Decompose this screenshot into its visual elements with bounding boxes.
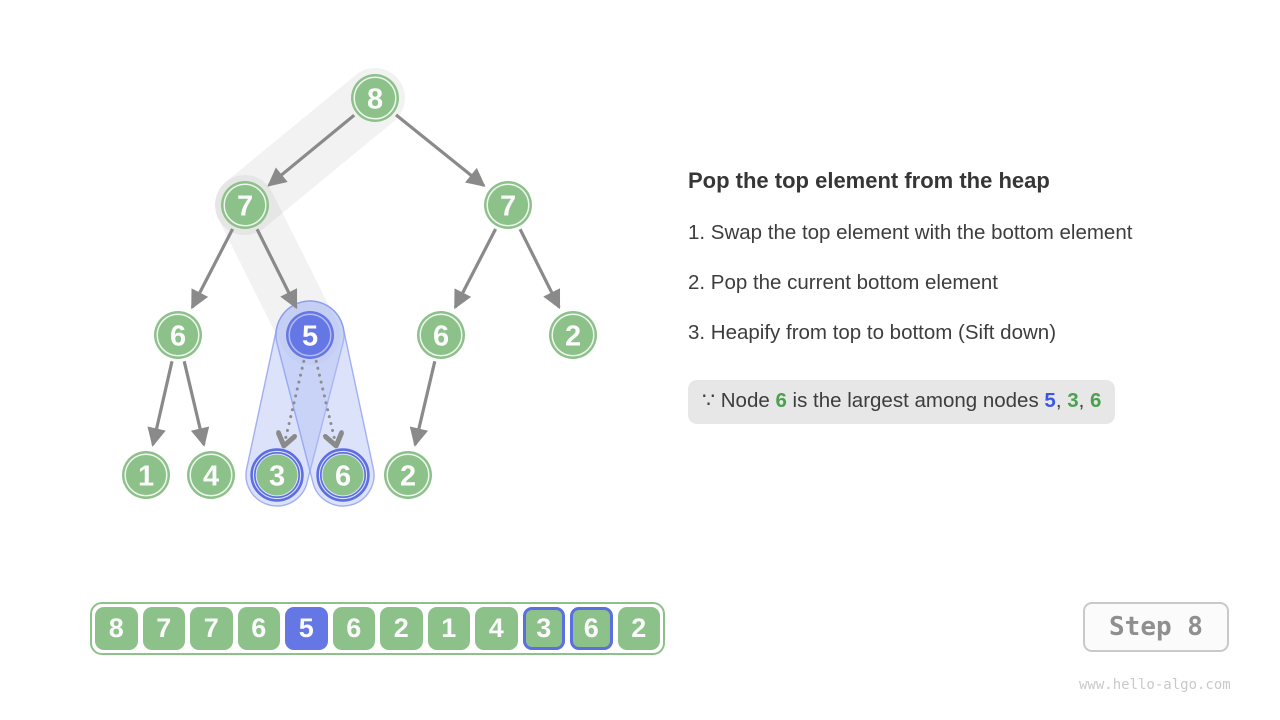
array-cell: 8 [95, 607, 138, 650]
edge-arrow [147, 360, 174, 447]
tree-node: 4 [187, 451, 235, 499]
tree-node: 2 [384, 451, 432, 499]
explanation-panel: Pop the top element from the heap 1. Swa… [688, 168, 1233, 424]
instruction-step-1: 1. Swap the top element with the bottom … [688, 221, 1133, 244]
array-cell: 2 [617, 607, 660, 650]
array-cell: 6 [332, 607, 375, 650]
array-cell-current: 5 [285, 607, 328, 650]
heap-array: 8 7 7 6 5 6 2 1 4 3 6 2 [90, 602, 665, 655]
svg-text:5: 5 [302, 321, 318, 353]
edge-arrow [255, 228, 298, 310]
svg-text:6: 6 [335, 461, 351, 493]
tree-node-candidate: 3 [250, 448, 304, 502]
svg-text:8: 8 [367, 84, 383, 116]
edge-arrow [267, 113, 356, 187]
edge-arrow [409, 360, 437, 447]
edge-arrow [394, 113, 486, 187]
svg-text:2: 2 [400, 461, 416, 493]
note-text: ∵ Node [702, 389, 776, 412]
note-node-6: 6 [775, 389, 787, 412]
tree-node: 1 [122, 451, 170, 499]
edge-arrow [182, 360, 210, 447]
tree-edges [147, 113, 561, 447]
array-cell: 7 [142, 607, 185, 650]
tree-node-current: 5 [286, 311, 334, 359]
site-watermark: www.hello-algo.com [1079, 677, 1231, 693]
tree-node: 7 [221, 181, 269, 229]
instruction-step-3: 3. Heapify from top to bottom (Sift down… [688, 321, 1057, 344]
comparison-note: ∵ Node 6 is the largest among nodes 5, 3… [688, 380, 1116, 424]
svg-text:2: 2 [565, 321, 581, 353]
note-node-5: 5 [1044, 389, 1056, 412]
array-cell: 1 [427, 607, 470, 650]
array-cell: 2 [380, 607, 423, 650]
tree-node-candidate: 6 [316, 448, 370, 502]
svg-text:7: 7 [237, 191, 253, 223]
tree-node: 8 [351, 74, 399, 122]
compare-arrows [284, 359, 336, 445]
note-text: is the largest among nodes [786, 389, 1045, 412]
note-node-6b: 6 [1090, 389, 1102, 412]
heap-tree-diagram: 8 7 7 6 5 6 2 [122, 68, 597, 507]
svg-text:1: 1 [138, 461, 154, 493]
tree-node: 2 [549, 311, 597, 359]
instruction-step-2: 2. Pop the current bottom element [688, 271, 998, 294]
svg-text:7: 7 [500, 191, 516, 223]
svg-text:4: 4 [203, 461, 219, 493]
tree-node: 6 [154, 311, 202, 359]
array-cell: 7 [190, 607, 233, 650]
svg-text:6: 6 [433, 321, 449, 353]
note-text: , [1055, 389, 1068, 412]
tree-nodes: 8 7 7 6 5 6 2 [122, 74, 597, 502]
dotted-compare-arrow [314, 359, 336, 445]
array-cell-candidate: 3 [522, 607, 565, 650]
tree-node: 7 [484, 181, 532, 229]
edge-arrow [518, 228, 561, 310]
array-cell-candidate: 6 [570, 607, 613, 650]
edge-arrow [453, 228, 498, 310]
tree-node: 6 [417, 311, 465, 359]
array-cell: 4 [475, 607, 518, 650]
svg-text:6: 6 [170, 321, 186, 353]
step-counter-badge: Step 8 [1083, 602, 1229, 652]
note-text: , [1078, 389, 1091, 412]
panel-title: Pop the top element from the heap [688, 168, 1050, 193]
array-cell: 6 [237, 607, 280, 650]
edge-arrow [190, 228, 235, 310]
note-node-3: 3 [1067, 389, 1079, 412]
dotted-compare-arrow [284, 359, 306, 445]
svg-text:3: 3 [269, 461, 285, 493]
